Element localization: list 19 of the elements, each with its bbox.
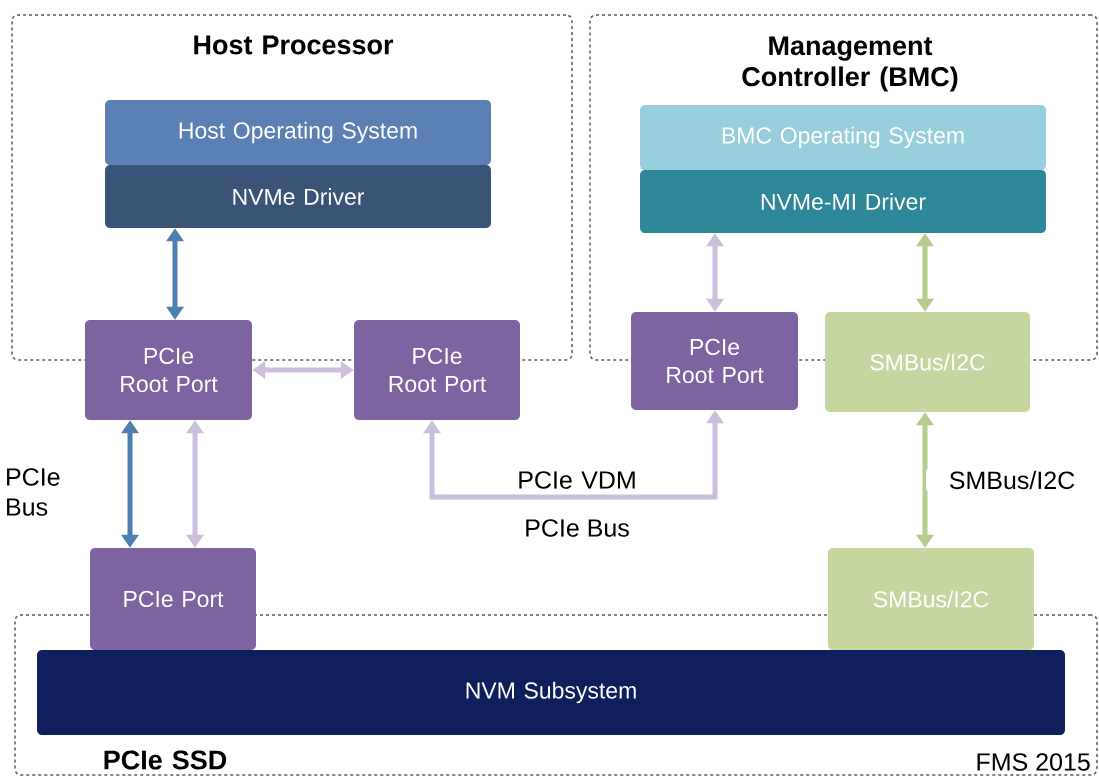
text-label: FMS 2015	[977, 753, 1090, 771]
component-box: PCIe Port	[90, 548, 256, 650]
component-box: PCIe Root Port	[85, 320, 252, 420]
component-box: SMBus/I2C	[828, 548, 1034, 650]
text-label: PCIe Bus	[526, 519, 629, 537]
component-box: PCIe Root Port	[354, 320, 520, 420]
group-title: Host Processor	[194, 35, 394, 55]
group-title: Management Controller (BMC)	[742, 36, 958, 92]
component-box: BMC Operating System	[640, 105, 1046, 170]
component-box: NVMe Driver	[105, 165, 491, 228]
component-box: NVM Subsystem	[37, 650, 1065, 735]
group-title: PCIe SSD	[104, 750, 227, 770]
component-box: PCIe Root Port	[631, 312, 798, 410]
component-box: SMBus/I2C	[825, 312, 1030, 412]
edge-label: PCIe Bus	[7, 468, 60, 516]
component-box: NVMe-MI Driver	[640, 170, 1046, 233]
component-box: Host Operating System	[105, 100, 491, 165]
edge-label: PCIe VDM	[519, 471, 635, 489]
edge-label: SMBus/I2C	[949, 470, 1075, 490]
